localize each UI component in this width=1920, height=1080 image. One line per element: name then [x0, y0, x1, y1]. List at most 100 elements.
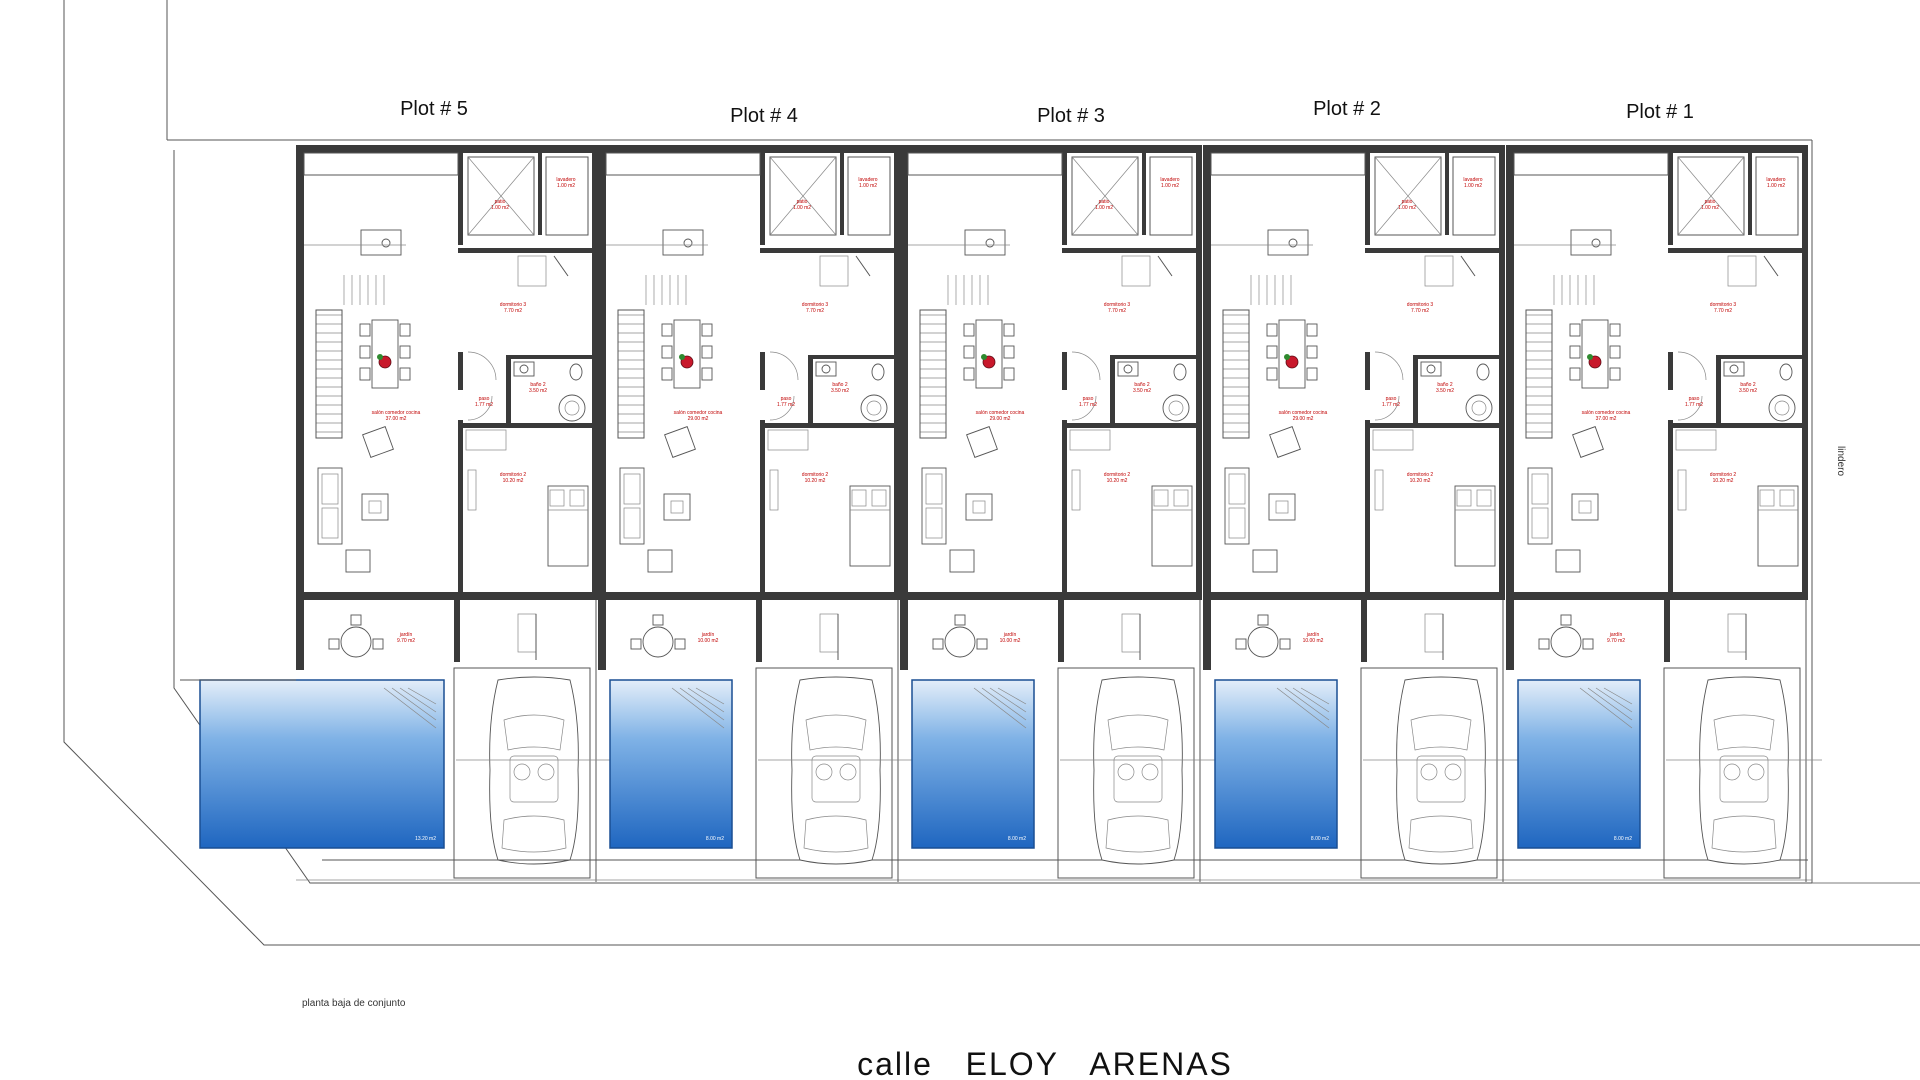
wall-partition-bottom	[1668, 420, 1673, 600]
room-label-bath1-title: lavadero	[858, 177, 877, 183]
chair	[963, 323, 975, 337]
side-label: lindero	[1835, 446, 1846, 476]
chair	[661, 323, 673, 337]
chair	[1003, 323, 1015, 337]
room-label-hall-title: paso	[479, 396, 490, 402]
kitchen-counter	[1210, 152, 1366, 176]
chair	[1003, 367, 1015, 381]
room-label-bedroom2-area: 10.20 m2	[805, 478, 826, 484]
shelf	[465, 429, 507, 451]
coffee-table	[1268, 493, 1296, 521]
door-arc	[1374, 395, 1400, 421]
room-label-bedroom3-area: 7.70 m2	[1108, 308, 1126, 314]
staircase	[1222, 309, 1250, 439]
wall-bath-bottom	[458, 423, 592, 428]
gate	[1424, 613, 1444, 653]
pool-step	[1284, 687, 1330, 721]
stair-edge	[1763, 255, 1779, 277]
car-icon	[489, 676, 579, 865]
chair	[701, 323, 713, 337]
swimming-pool	[199, 679, 445, 849]
car-windshield	[503, 714, 565, 751]
patio-table	[1247, 626, 1279, 658]
toilet	[1476, 363, 1490, 381]
shower-diag-2	[1677, 156, 1745, 236]
room-label-laundry-title: patio	[1402, 199, 1413, 205]
coffee-table	[1571, 493, 1599, 521]
chair	[701, 345, 713, 359]
car-seat	[1444, 763, 1462, 781]
pillow	[1173, 489, 1189, 507]
shower-diag-2	[467, 156, 535, 236]
patio-wall-left	[1506, 600, 1514, 670]
pool-step	[1603, 687, 1633, 705]
wall-bath-bottom	[1062, 423, 1196, 428]
room-label-hall-area: 1.77 m2	[1685, 402, 1703, 408]
car-seat	[1747, 763, 1765, 781]
pillow	[1456, 489, 1472, 507]
sofa	[921, 467, 947, 545]
chair	[1003, 345, 1015, 359]
car-rear	[1711, 815, 1777, 853]
shelf	[767, 429, 809, 451]
toilet	[871, 363, 885, 381]
street-label: calle ELOY ARENAS	[857, 1046, 1233, 1080]
car-seat	[1723, 763, 1741, 781]
coffee-table-inner	[1578, 500, 1592, 514]
door-arc	[769, 395, 795, 421]
room-label-patio-title: jardín	[701, 632, 715, 638]
shower-box	[1677, 156, 1745, 236]
sink-icon	[381, 238, 391, 248]
car-seats	[1416, 755, 1466, 803]
wardrobe-2	[1677, 469, 1687, 511]
wall-partition-bottom	[458, 420, 463, 600]
wall-bottom	[1506, 592, 1808, 600]
room-label-bedroom3-area: 7.70 m2	[806, 308, 824, 314]
chair	[1266, 345, 1278, 359]
pool-label: 8.00 m2	[706, 836, 724, 842]
wall-partition-top	[458, 145, 463, 245]
car-seat	[537, 763, 555, 781]
room-label-bedroom2-title: dormitorio 2	[500, 472, 527, 478]
pool-step	[687, 687, 725, 713]
parking-space	[453, 667, 591, 879]
pool-step	[1292, 687, 1330, 713]
shelf	[1372, 429, 1414, 451]
wall-partition-mid	[760, 352, 765, 390]
shower-drain	[866, 400, 882, 416]
pool-label: 13.20 m2	[415, 836, 436, 842]
room-label-bath2-title: baño 2	[1740, 382, 1756, 388]
laundry-box	[545, 156, 589, 236]
door-arc	[1071, 395, 1097, 421]
chair	[963, 345, 975, 359]
sofa-cushion	[925, 473, 943, 505]
chair	[661, 345, 673, 359]
chair	[963, 367, 975, 381]
car-body	[1396, 676, 1486, 865]
patio-chair	[328, 638, 340, 650]
armchair	[345, 549, 371, 573]
toilet	[569, 363, 583, 381]
chair	[359, 323, 371, 337]
pool-step	[695, 687, 725, 705]
car-seat	[1420, 763, 1438, 781]
wall-bath1	[1142, 145, 1146, 235]
door-arc	[1374, 351, 1404, 381]
room-label-patio-title: jardín	[399, 632, 413, 638]
room-label-bedroom2-area: 10.20 m2	[1107, 478, 1128, 484]
room-label-bath1-title: lavadero	[1766, 177, 1785, 183]
room-label-bedroom2-area: 10.20 m2	[1410, 478, 1431, 484]
wall-partition-mid	[1062, 352, 1067, 390]
room-label-bedroom3-title: dormitorio 3	[1407, 302, 1434, 308]
room-label-patio-area: 10.00 m2	[698, 638, 719, 644]
room-label-laundry-area: 1.00 m2	[793, 205, 811, 211]
